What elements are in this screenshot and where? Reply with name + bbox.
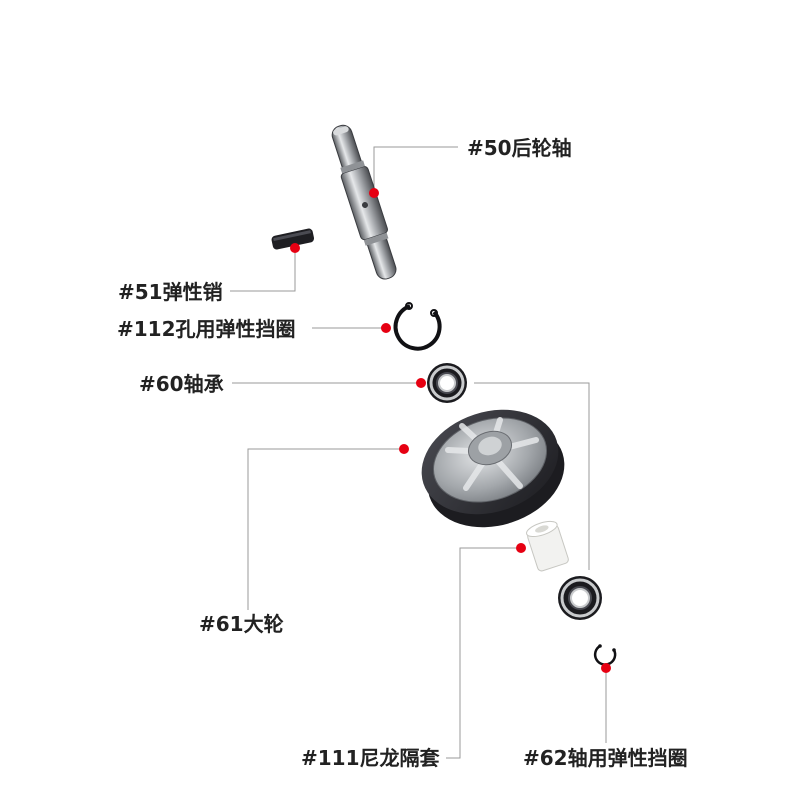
leader-spring-pin xyxy=(230,248,296,292)
marker-bearing xyxy=(416,378,426,388)
spring-pin-part xyxy=(271,228,315,250)
nylon-spacer-part xyxy=(525,520,569,572)
marker-spring-pin xyxy=(290,243,300,253)
marker-nylon-spacer xyxy=(516,543,526,553)
big-wheel-part xyxy=(421,409,565,528)
bearing-part xyxy=(427,363,467,403)
hole-circlip-part xyxy=(393,302,442,351)
label-shaft-circlip: #62轴用弹性挡圈 xyxy=(523,746,688,770)
label-big-wheel: #61大轮 xyxy=(199,612,284,636)
leader-lines xyxy=(230,146,607,759)
leader-nylon-spacer xyxy=(446,547,521,759)
marker-big-wheel xyxy=(399,444,409,454)
leader-bearing-2 xyxy=(474,382,590,570)
marker-shaft-circlip xyxy=(601,663,611,673)
label-bearing: #60轴承 xyxy=(139,372,224,396)
marker-hole-circlip xyxy=(381,323,391,333)
rear-axle-part xyxy=(331,124,397,280)
shaft-circlip-part xyxy=(593,644,617,666)
marker-rear-axle xyxy=(369,188,379,198)
label-rear-axle: #50后轮轴 xyxy=(467,136,572,160)
label-hole-circlip: #112孔用弹性挡圈 xyxy=(117,317,296,341)
markers xyxy=(290,188,611,673)
label-spring-pin: #51弹性销 xyxy=(118,280,223,304)
label-nylon-spacer: #111尼龙隔套 xyxy=(301,746,440,770)
leader-rear-axle xyxy=(373,146,458,193)
leader-big-wheel xyxy=(247,448,404,610)
bearing-part-lower xyxy=(558,576,602,620)
